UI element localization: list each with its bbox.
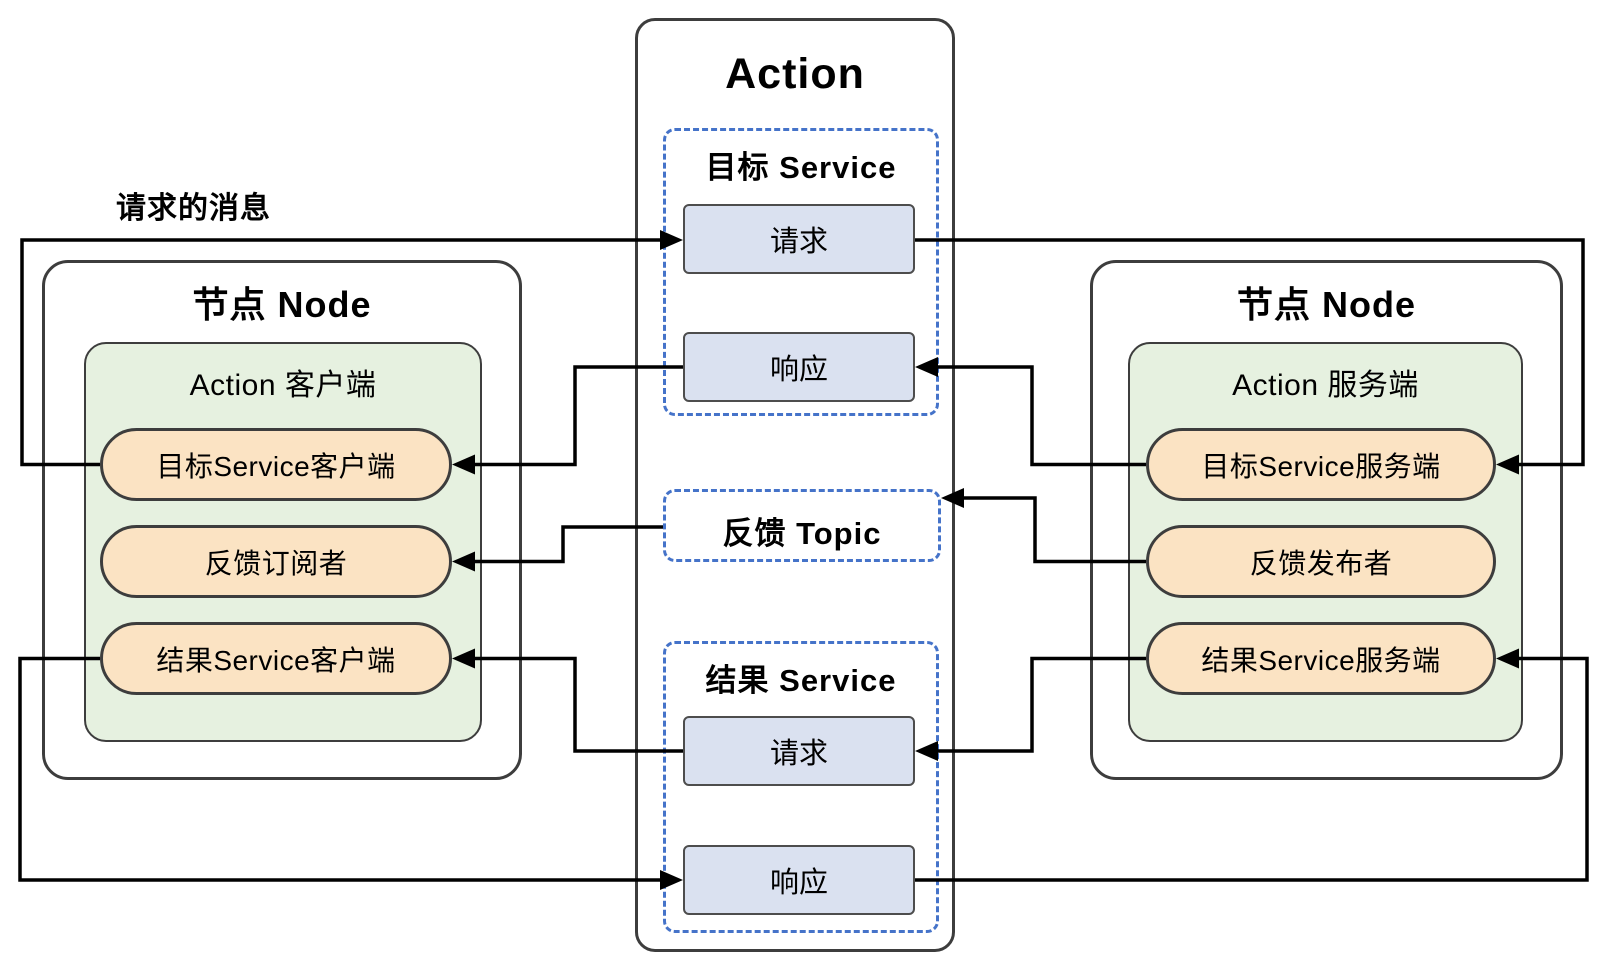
server-node-title: 节点 Node [1236,284,1416,325]
action-server-title: Action 服务端 [1232,369,1419,402]
result-request-box: 请求 [683,716,915,786]
goal-service-server-pill: 目标Service服务端 [1146,428,1496,501]
result-service-server-pill: 结果Service服务端 [1146,622,1496,695]
result-service-client-pill: 结果Service客户端 [100,622,452,695]
goal-response-box: 响应 [683,332,915,402]
goal-request-box: 请求 [683,204,915,274]
result-response-box: 响应 [683,845,915,915]
action-client-title: Action 客户端 [189,369,377,402]
feedback-publisher-pill: 反馈发布者 [1146,525,1496,598]
goal-service-title: 目标 Service [705,150,897,185]
feedback-topic-dashed-box [663,489,941,562]
action-title: Action [725,50,865,98]
client-node-title: 节点 Node [192,284,372,325]
result-service-title: 结果 Service [705,663,897,698]
feedback-subscriber-pill: 反馈订阅者 [100,525,452,598]
feedback-topic-title: 反馈 Topic [722,516,882,551]
goal-service-client-pill: 目标Service客户端 [100,428,452,501]
request-message-label: 请求的消息 [116,192,271,225]
